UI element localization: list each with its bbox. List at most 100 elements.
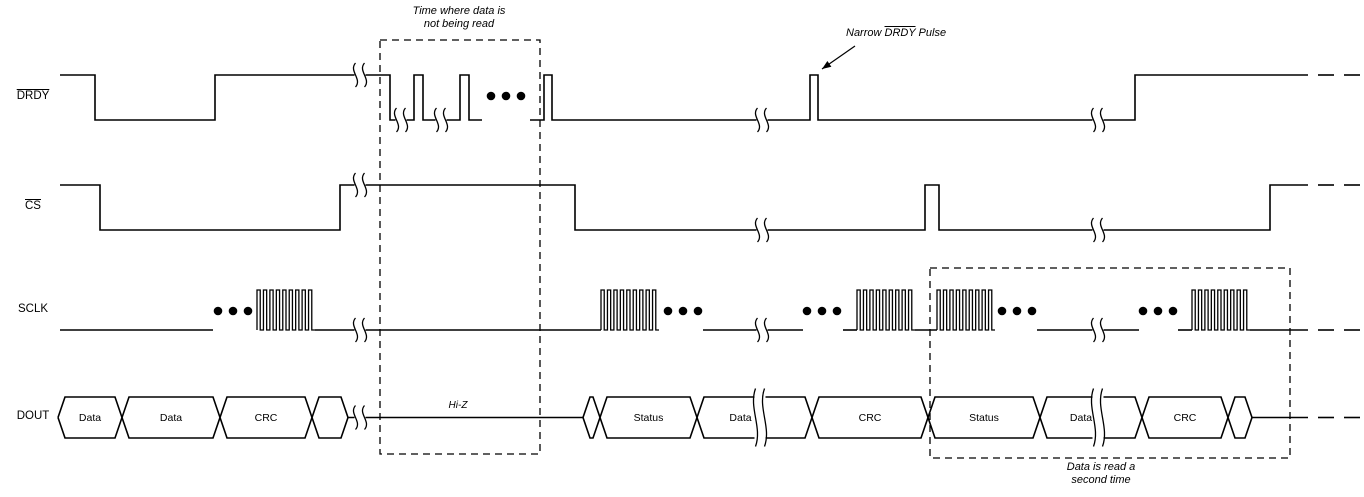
sclk-ellipsis-1: [213, 306, 223, 316]
sclk-ellipsis-4: [1012, 306, 1022, 316]
break-gap: [754, 393, 766, 442]
sclk-ellipsis-2: [678, 306, 688, 316]
dout-bus-label: Status: [969, 412, 999, 424]
break-mark: [352, 405, 359, 430]
dout-bus-segment-top: [1141, 396, 1229, 418]
sclk-burst-1: [256, 289, 315, 331]
narrow-pulse-text-suffix: Pulse: [915, 27, 947, 39]
break-mark: [1099, 388, 1106, 447]
break-mark: [1090, 107, 1097, 133]
drdy-wave-left: [60, 74, 482, 121]
drdy-ellipsis: [516, 91, 526, 101]
dout-bus-segment-bottom: [121, 417, 221, 439]
dout-bus-label: Data: [79, 412, 101, 424]
hiz-label: Hi-Z: [448, 400, 468, 411]
dout-bus-segment-bottom: [582, 417, 601, 439]
sclk-ellipsis-5: [1153, 306, 1163, 316]
break-mark: [393, 107, 400, 133]
signal-label-dout: DOUT: [16, 410, 50, 422]
break-mark: [763, 317, 770, 343]
break-mark: [433, 107, 440, 133]
break-gap: [1092, 393, 1104, 442]
break-gap: [354, 181, 366, 189]
break-gap: [354, 326, 366, 334]
dout-bus-segment-bottom: [599, 417, 698, 439]
dout-bus-segment-top: [1227, 396, 1253, 418]
dout-bus-label: Data: [729, 412, 751, 424]
sclk-ellipsis-3: [817, 306, 827, 316]
break-gap: [1092, 226, 1104, 234]
break-mark: [763, 217, 770, 243]
dout-bus-segment-bottom: [219, 417, 313, 439]
dout-bus-segment-top: [57, 396, 123, 418]
break-mark: [761, 388, 768, 447]
dout-bus-label: Data: [1070, 412, 1092, 424]
break-mark: [352, 172, 359, 198]
dout-bus-segment-bottom: [1039, 417, 1143, 439]
dout-bus-segment-top: [582, 396, 601, 418]
break-mark: [352, 317, 359, 343]
sclk-ellipsis-5: [1168, 306, 1178, 316]
dout-bus-segment-bottom: [927, 417, 1041, 439]
break-gap: [1092, 116, 1104, 124]
break-gap: [354, 71, 366, 79]
dout-bus-segment-bottom: [311, 417, 349, 439]
drdy-ellipsis: [486, 91, 496, 101]
break-mark: [1090, 317, 1097, 343]
drdy-wave-right: [530, 74, 1308, 121]
break-gap: [756, 226, 768, 234]
sclk-ellipsis-4: [997, 306, 1007, 316]
break-mark: [763, 107, 770, 133]
break-mark: [352, 62, 359, 88]
sclk-ellipsis-2: [693, 306, 703, 316]
break-mark: [402, 107, 409, 133]
sclk-burst-4: [936, 289, 995, 331]
signal-label-drdy: DRDY: [16, 90, 50, 102]
sclk-ellipsis-3: [802, 306, 812, 316]
dout-bus-label: CRC: [1174, 412, 1197, 424]
break-mark: [754, 217, 761, 243]
dout-bus-segment-top: [599, 396, 698, 418]
dout-bus-label: CRC: [859, 412, 882, 424]
narrow-pulse-text-overlined: DRDY: [884, 27, 916, 39]
break-gap: [395, 116, 407, 124]
narrow-pulse-text-prefix: Narrow: [846, 27, 885, 39]
dout-bus-segment-top: [219, 396, 313, 418]
dout-bus-label: Data: [160, 412, 182, 424]
break-gap: [756, 326, 768, 334]
narrow-pulse-arrowhead: [822, 60, 832, 69]
signal-label-cs: CS: [25, 200, 41, 212]
sclk-ellipsis-4: [1027, 306, 1037, 316]
sclk-ellipsis-2: [663, 306, 673, 316]
break-mark: [361, 317, 368, 343]
dout-bus-segment-top: [121, 396, 221, 418]
break-mark: [1099, 217, 1106, 243]
break-gap: [756, 116, 768, 124]
cs-wave: [60, 184, 1308, 231]
dout-bus-segment-top: [811, 396, 929, 418]
sclk-ellipsis-3: [832, 306, 842, 316]
break-mark: [361, 172, 368, 198]
dout-bus-segment-top: [927, 396, 1041, 418]
sclk-burst-3: [856, 289, 915, 331]
sclk-burst-2: [600, 289, 659, 331]
break-mark: [754, 107, 761, 133]
no-read-region-box: [379, 39, 541, 455]
second-read-region-box: [929, 267, 1291, 459]
dout-bus-label: Status: [634, 412, 664, 424]
annotation-no-read: Time where data is not being read: [412, 5, 506, 30]
dout-bus-segment-top: [311, 396, 349, 418]
break-mark: [442, 107, 449, 133]
dout-bus-segment-bottom: [57, 417, 123, 439]
dout-bus-segment-bottom: [1227, 417, 1253, 439]
break-mark: [361, 62, 368, 88]
break-mark: [752, 388, 759, 447]
sclk-burst-5: [1191, 289, 1250, 331]
sclk-ellipsis-1: [228, 306, 238, 316]
dout-bus-segment-bottom: [1141, 417, 1229, 439]
break-mark: [1099, 107, 1106, 133]
signal-label-sclk: SCLK: [17, 303, 49, 315]
annotation-second-read: Data is read a second time: [1066, 461, 1136, 486]
dout-bus-label: CRC: [255, 412, 278, 424]
